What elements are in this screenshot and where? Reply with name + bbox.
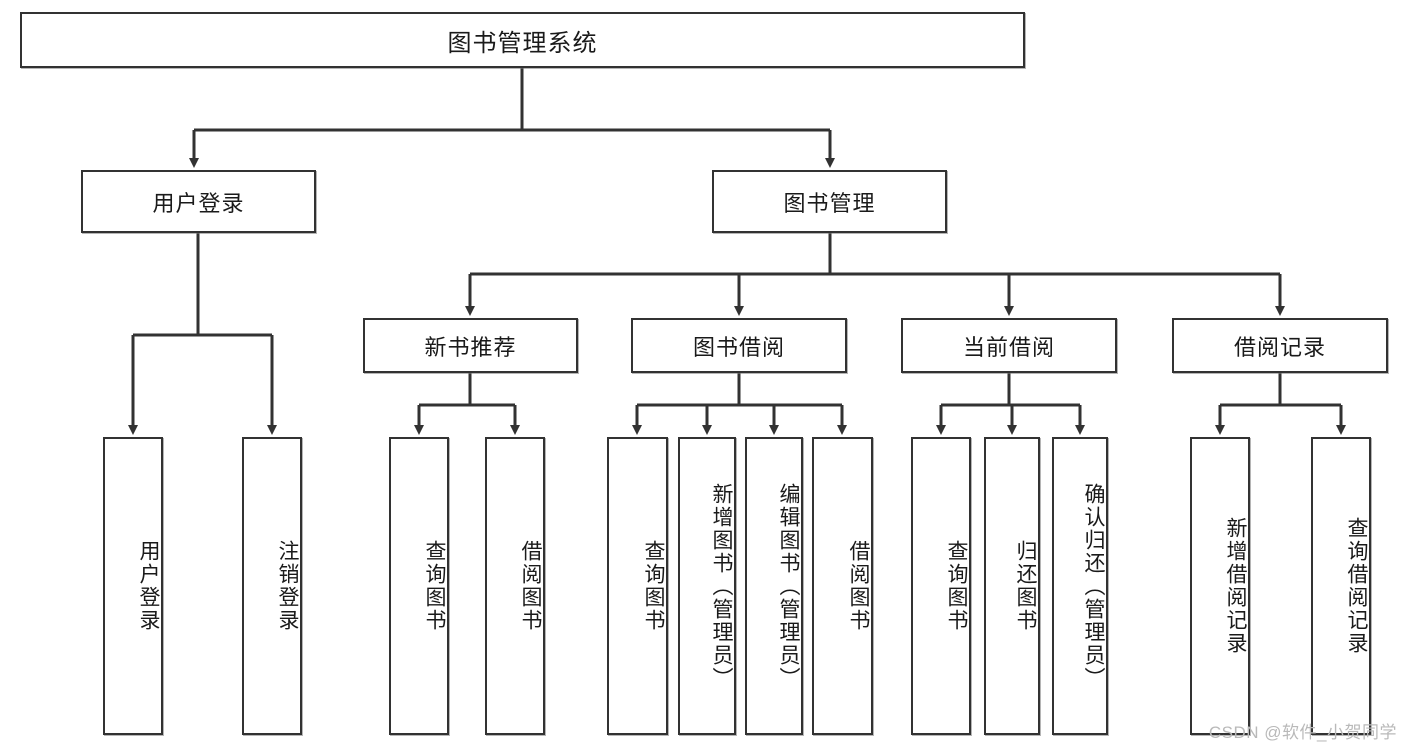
leaf-label: 确认归还（管理员）: [1082, 482, 1105, 690]
leaf-label: 新增图书（管理员）: [710, 482, 733, 690]
node-leaf-add-record[interactable]: 新增借阅记录: [1190, 437, 1250, 735]
node-leaf-query-book-3[interactable]: 查询图书: [911, 437, 971, 735]
leaf-label: 编辑图书（管理员）: [777, 482, 800, 690]
node-leaf-return-book[interactable]: 归还图书: [984, 437, 1040, 735]
node-leaf-query-book-2[interactable]: 查询图书: [607, 437, 668, 735]
node-root[interactable]: 图书管理系统: [20, 12, 1025, 68]
node-leaf-user-logout[interactable]: 注销登录: [242, 437, 302, 735]
leaf-label: 查询借阅记录: [1345, 517, 1368, 655]
leaf-label: 查询图书: [423, 540, 446, 632]
leaf-label: 借阅图书: [847, 540, 870, 632]
node-leaf-edit-book[interactable]: 编辑图书（管理员）: [745, 437, 803, 735]
node-leaf-borrow-book-1[interactable]: 借阅图书: [485, 437, 545, 735]
leaf-label: 借阅图书: [519, 540, 542, 632]
leaf-label: 归还图书: [1014, 540, 1037, 632]
node-book-borrow[interactable]: 图书借阅: [631, 318, 847, 373]
leaf-label: 用户登录: [137, 540, 160, 632]
leaf-label: 查询图书: [945, 540, 968, 632]
node-leaf-query-record[interactable]: 查询借阅记录: [1311, 437, 1371, 735]
node-leaf-borrow-book-2[interactable]: 借阅图书: [812, 437, 873, 735]
node-new-book-recommend[interactable]: 新书推荐: [363, 318, 578, 373]
leaf-label: 注销登录: [276, 540, 299, 632]
node-leaf-add-book[interactable]: 新增图书（管理员）: [678, 437, 736, 735]
leaf-label: 查询图书: [642, 540, 665, 632]
node-user-login[interactable]: 用户登录: [81, 170, 316, 233]
csdn-watermark: CSDN @软件_小贺同学: [1208, 723, 1397, 742]
node-leaf-query-book-1[interactable]: 查询图书: [389, 437, 449, 735]
node-leaf-confirm-return[interactable]: 确认归还（管理员）: [1052, 437, 1108, 735]
leaf-label: 新增借阅记录: [1224, 517, 1247, 655]
node-book-manage[interactable]: 图书管理: [712, 170, 947, 233]
node-borrow-record[interactable]: 借阅记录: [1172, 318, 1388, 373]
node-leaf-user-login[interactable]: 用户登录: [103, 437, 163, 735]
node-current-borrow[interactable]: 当前借阅: [901, 318, 1117, 373]
